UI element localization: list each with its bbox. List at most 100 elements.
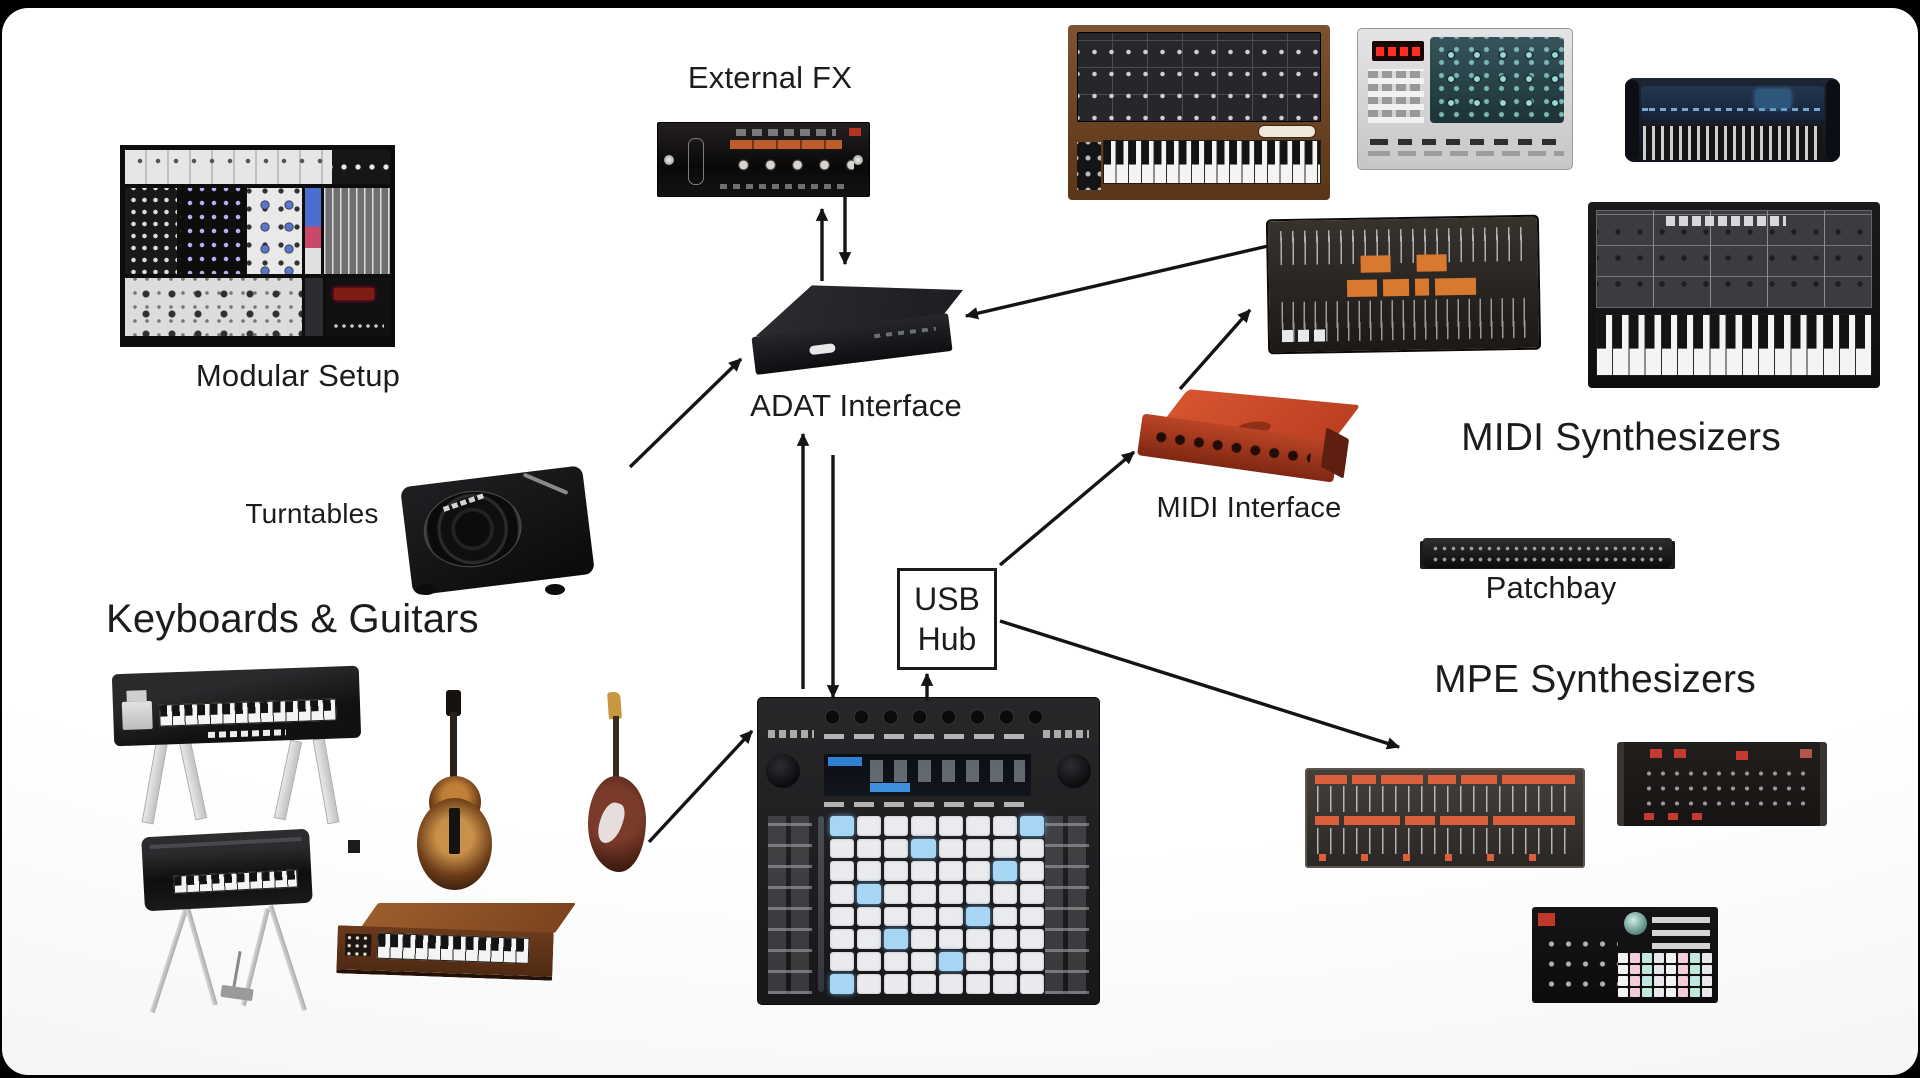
push-pad [938, 838, 963, 859]
usb-hub-node: USB Hub [897, 568, 997, 670]
groovebox-step-buttons [1368, 135, 1564, 161]
push-pad [1019, 838, 1044, 859]
keyboard-leg [312, 737, 340, 825]
modular-button-dots [332, 322, 384, 330]
hydra-pad [1642, 987, 1652, 997]
keyboard-body [111, 665, 362, 747]
hydra-pad [1678, 953, 1688, 963]
adat-logo-badge [808, 343, 836, 356]
push-pad [911, 816, 936, 836]
push-pad [965, 838, 990, 859]
push-pad [830, 861, 855, 881]
modular-row-tiles [125, 150, 390, 184]
push-pad [992, 906, 1017, 927]
midi-synthesizers-label: MIDI Synthesizers [1461, 416, 1781, 459]
controller-display [824, 754, 1031, 796]
organ-keys [376, 932, 530, 964]
solid-body-guitar-image [588, 691, 648, 874]
hydra-pad [1654, 953, 1664, 963]
adat-interface-label: ADAT Interface [750, 388, 962, 423]
mpe-synthesizers-label: MPE Synthesizers [1434, 658, 1756, 701]
push-pad [1019, 906, 1044, 927]
hydra-pad [1642, 964, 1652, 974]
vintage-mono-synth-image [1068, 25, 1330, 200]
fx-red-badge [849, 128, 861, 136]
modular-jack-module [125, 188, 177, 274]
mini-pad-grid [1618, 953, 1712, 997]
touch-strip [818, 816, 824, 992]
push-pad [965, 816, 990, 836]
hydra-pad [1642, 976, 1652, 986]
polivoks-synthesizer-image [1588, 202, 1880, 388]
push-pad [965, 929, 990, 949]
modular-black-module [332, 150, 390, 184]
synth-keyboard [1596, 314, 1872, 376]
modular-blank-module [305, 278, 323, 336]
push-pad [857, 951, 882, 972]
desktop-synth-with-sliders-image [1305, 768, 1585, 868]
cyrillic-logo-marks [1666, 216, 1786, 226]
orange-segment [1315, 816, 1339, 825]
keyboard-keys [158, 698, 337, 727]
rack-screw-icon [853, 155, 863, 165]
slider-bank [1317, 828, 1573, 854]
module-slider-bank-top [1280, 226, 1526, 266]
orange-segment [1415, 278, 1430, 296]
push-pad [992, 974, 1017, 994]
push-pad [938, 929, 963, 949]
hydra-pad [1630, 964, 1640, 974]
display-highlight-block [870, 783, 910, 792]
mod-wheel-circle [1624, 912, 1647, 935]
hydra-pad [1666, 964, 1676, 974]
modular-led-module [180, 188, 244, 274]
orange-segment [1502, 775, 1575, 784]
fx-slider [688, 138, 704, 185]
piano-name-rail [149, 837, 302, 850]
push-pad [884, 929, 909, 949]
external-fx-label: External FX [687, 60, 853, 95]
push-pad [938, 861, 963, 881]
patchbay-image [1423, 538, 1672, 568]
push-pad [992, 838, 1017, 859]
modular-white-module [247, 188, 302, 274]
guitar-headstock [446, 690, 461, 716]
turntables-label: Turntables [245, 498, 379, 529]
push-pad [911, 883, 936, 904]
semi-hollow-guitar-image [417, 690, 492, 890]
synth-mod-section [1077, 142, 1101, 190]
hydra-pad [1702, 987, 1712, 997]
push-pad [830, 883, 855, 904]
modular-knob-module [125, 278, 302, 336]
keyboard-control-plates [121, 700, 153, 730]
turntable-body [400, 465, 595, 596]
hydra-pad [1666, 987, 1676, 997]
hydra-pad [1690, 976, 1700, 986]
pad-grid-controller-image [757, 697, 1100, 1005]
adat-audio-interface-image [747, 283, 963, 375]
modular-row-middle [125, 188, 390, 274]
push-pad [830, 838, 855, 859]
orange-segment [1344, 816, 1400, 825]
push-pad [830, 906, 855, 927]
module-orange-strip [1346, 277, 1483, 297]
push-pad [938, 883, 963, 904]
turntable-image [400, 465, 595, 596]
modular-setup-label: Modular Setup [195, 358, 401, 393]
display-text-marks [870, 760, 1025, 782]
desktop-groovebox-image [1357, 28, 1573, 170]
knob-field [1540, 931, 1618, 991]
modular-slider-module [324, 188, 390, 274]
stage-keyboard-on-stand-image [111, 665, 362, 825]
button-rows [1652, 915, 1710, 949]
push-pad [830, 951, 855, 972]
orange-segment [1315, 775, 1347, 784]
push-pad [884, 951, 909, 972]
modular-display-module [326, 278, 390, 336]
push-pad [884, 861, 909, 881]
hydra-pad [1690, 964, 1700, 974]
patchbay-label: Patchbay [1485, 570, 1617, 605]
synth-keyboard [1103, 140, 1321, 184]
orange-segment [1346, 279, 1378, 297]
push-pad [884, 883, 909, 904]
orange-stripe-row [1315, 816, 1575, 825]
